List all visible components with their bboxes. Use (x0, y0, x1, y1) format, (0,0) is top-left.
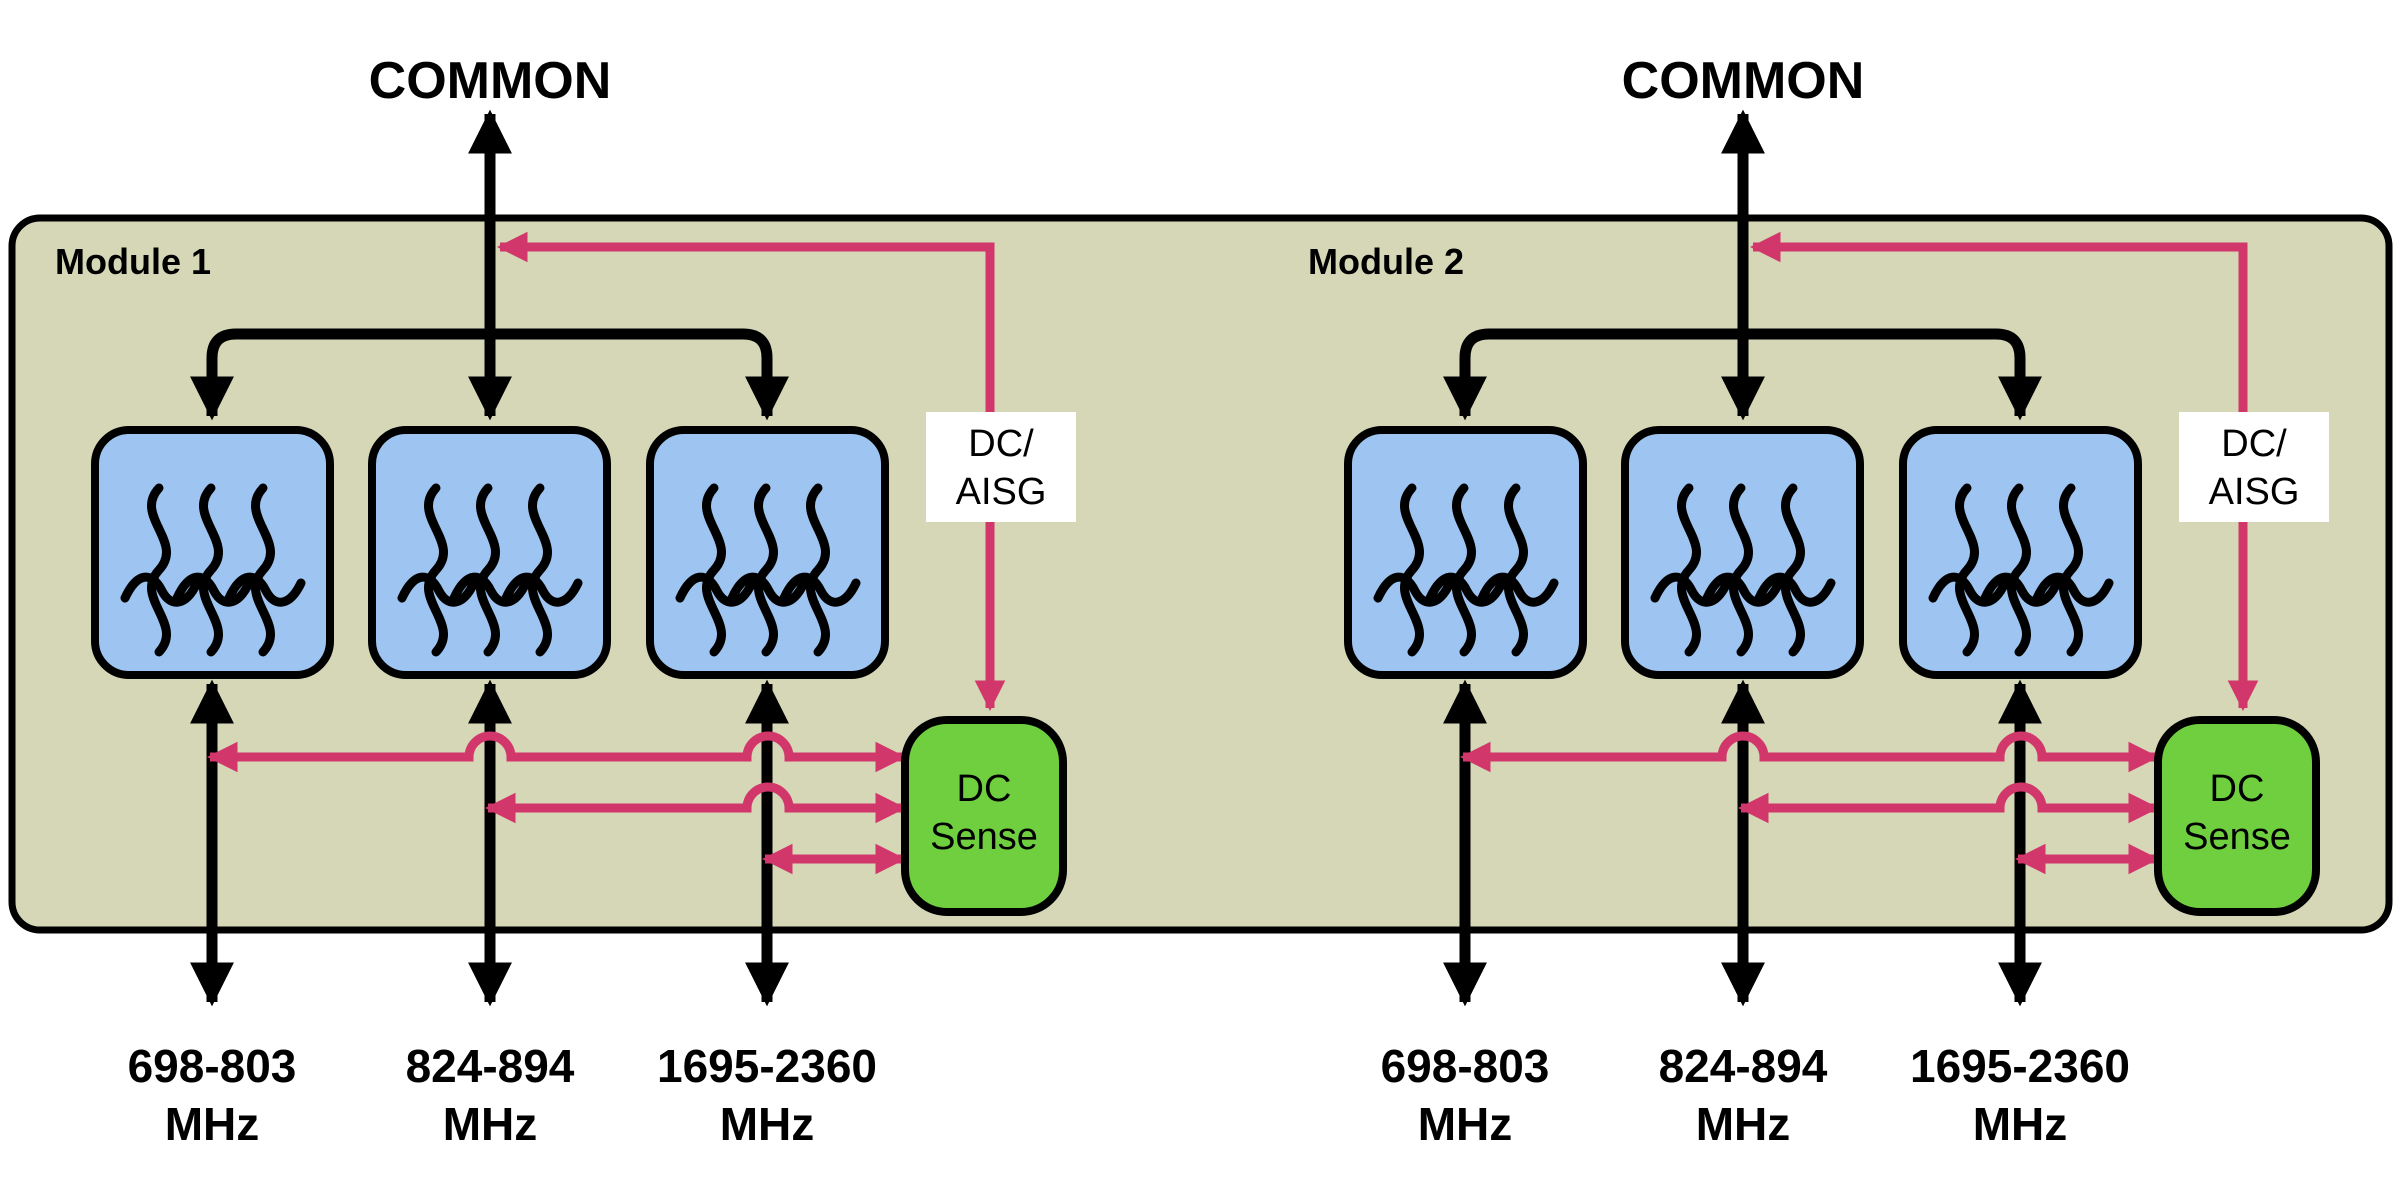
filter-box-2 (1621, 426, 1864, 679)
module-label: Module 2 (1308, 241, 1464, 282)
filter-box-1 (1344, 426, 1587, 679)
port-3-unit: MHz (720, 1098, 815, 1150)
port-3-range: 1695-2360 (657, 1040, 877, 1092)
module-1: Module 1 COMMON DC/ AISG DC Sense (55, 52, 1076, 1150)
filter-box-1 (91, 426, 334, 679)
dc-aisg-label: DC/ AISG (926, 412, 1076, 522)
filter-bank (91, 426, 889, 679)
dc-sense-unit: DC Sense (2154, 716, 2320, 916)
port-2-range: 824-894 (406, 1040, 575, 1092)
module-label: Module 1 (55, 241, 211, 282)
port-1-unit: MHz (165, 1098, 260, 1150)
dc-sense-line1: DC (2210, 768, 2265, 810)
dc-aisg-line1: DC/ (2221, 423, 2287, 465)
common-port-label: COMMON (1622, 52, 1865, 110)
port-2-unit: MHz (1696, 1098, 1791, 1150)
dc-aisg-line1: DC/ (968, 423, 1034, 465)
dc-aisg-label: DC/ AISG (2179, 412, 2329, 522)
port-3-unit: MHz (1973, 1098, 2068, 1150)
filter-box-3 (1899, 426, 2142, 679)
dc-aisg-line2: AISG (956, 471, 1047, 513)
port-3-range: 1695-2360 (1910, 1040, 2130, 1092)
filter-bank (1344, 426, 2142, 679)
dc-sense-tap-2 (1737, 782, 2160, 824)
dc-sense-box (901, 716, 1067, 916)
filter-box-3 (646, 426, 889, 679)
port-2-range: 824-894 (1659, 1040, 1828, 1092)
dc-sense-unit: DC Sense (901, 716, 1067, 916)
port-labels: 698-803 MHz 824-894 MHz 1695-2360 MHz (1381, 1040, 2130, 1150)
port-1-unit: MHz (1418, 1098, 1513, 1150)
port-1-range: 698-803 (128, 1040, 297, 1092)
common-port-label: COMMON (369, 52, 612, 110)
dc-sense-line1: DC (957, 768, 1012, 810)
dc-sense-tap-1 (1459, 731, 2160, 773)
dc-aisg-label-bg (926, 412, 1076, 522)
dc-aisg-line2: AISG (2209, 471, 2300, 513)
module-2: Module 2 COMMON DC/ AISG DC Sense (1308, 52, 2329, 1150)
dc-sense-tap-1 (206, 731, 907, 773)
dc-sense-line2: Sense (930, 816, 1038, 858)
dc-sense-box (2154, 716, 2320, 916)
port-2-unit: MHz (443, 1098, 538, 1150)
dc-aisg-label-bg (2179, 412, 2329, 522)
dc-sense-tap-2 (484, 782, 907, 824)
port-1-range: 698-803 (1381, 1040, 1550, 1092)
dc-aisg-line (1749, 231, 2259, 712)
dc-aisg-line (496, 231, 1006, 712)
port-labels: 698-803 MHz 824-894 MHz 1695-2360 MHz (128, 1040, 877, 1150)
dc-sense-line2: Sense (2183, 816, 2291, 858)
filter-box-2 (368, 426, 611, 679)
